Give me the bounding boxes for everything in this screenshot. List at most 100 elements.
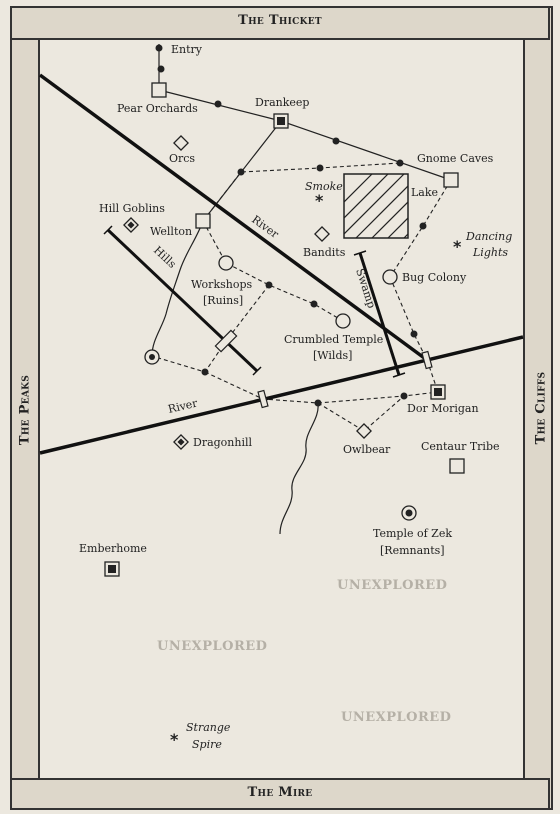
lake-hatching <box>344 174 408 238</box>
dragonhill-fill <box>177 438 185 446</box>
waypoint-dot[interactable] <box>410 330 418 338</box>
waypoint-dot[interactable] <box>310 300 318 308</box>
label-dancing-lights-2: Lights <box>472 246 508 259</box>
waypoint-dot[interactable] <box>396 159 404 167</box>
trail-wellton-gnome <box>202 162 401 222</box>
drankeep-fill <box>277 117 285 125</box>
unexplored-label-east: UNEXPLORED <box>337 578 447 593</box>
label-temple-of-zek-1: Temple of Zek <box>373 527 452 540</box>
waypoint-dot[interactable] <box>265 281 273 289</box>
smoke-star-icon[interactable]: * <box>315 191 324 210</box>
border-label-top: The Thicket <box>238 13 322 28</box>
bandits-marker[interactable] <box>314 226 330 242</box>
label-dor-morigan: Dor Morigan <box>407 402 479 415</box>
label-pear-orchards: Pear Orchards <box>117 102 198 115</box>
hill-goblins-fill <box>127 221 135 229</box>
western-shrine-fill <box>149 354 155 360</box>
workshops-marker[interactable] <box>218 255 234 271</box>
trail-wellton-temple <box>202 220 344 322</box>
label-smoke: Smoke <box>305 180 343 193</box>
label-owlbear: Owlbear <box>343 443 391 456</box>
label-dragonhill: Dragonhill <box>193 436 253 449</box>
lake <box>343 173 409 239</box>
waypoint-dot[interactable] <box>155 44 163 52</box>
swamp-ridge <box>358 252 401 376</box>
label-crumbled-temple-2: [Wilds] <box>313 349 352 362</box>
orcs-marker[interactable] <box>173 135 189 151</box>
marker-centers <box>108 117 442 573</box>
label-crumbled-temple-1: Crumbled Temple <box>284 333 383 346</box>
border-left <box>10 6 40 810</box>
hills-cap-b <box>252 366 262 376</box>
waypoint-dot[interactable] <box>316 164 324 172</box>
label-strange-spire-1: Strange <box>186 721 231 734</box>
ridges <box>106 228 401 376</box>
trail-workshops-west <box>151 284 270 373</box>
swamp-cap-b <box>392 372 406 378</box>
stream-south <box>279 402 319 535</box>
waypoint-dot[interactable] <box>214 100 222 108</box>
border-top <box>10 6 550 40</box>
map-field <box>40 40 523 778</box>
label-strange-spire-2: Spire <box>192 738 222 751</box>
trail-owlbear <box>317 395 405 432</box>
bug-colony-marker[interactable] <box>382 269 398 285</box>
label-hill-goblins: Hill Goblins <box>99 202 165 215</box>
label-centaur-tribe: Centaur Tribe <box>421 440 500 453</box>
waypoint-dot[interactable] <box>332 137 340 145</box>
label-bug-colony: Bug Colony <box>402 271 467 284</box>
swamp-cap-a <box>353 250 367 256</box>
label-workshops-1: Workshops <box>191 278 252 291</box>
border-label-right: The Cliffs <box>533 371 549 445</box>
label-temple-of-zek-2: [Remnants] <box>380 544 445 557</box>
waypoint-dot[interactable] <box>419 222 427 230</box>
temple-of-zek-fill <box>405 509 413 517</box>
ridge-caps <box>103 225 406 378</box>
river-lower <box>39 335 524 455</box>
label-entry: Entry <box>171 43 203 56</box>
unexplored-labels: UNEXPLORED UNEXPLORED UNEXPLORED <box>157 578 451 725</box>
centaur-tribe-marker[interactable] <box>449 458 465 474</box>
river-upper <box>38 73 429 362</box>
border-right <box>523 6 553 810</box>
bridge-hills <box>214 329 238 353</box>
label-gnome-caves: Gnome Caves <box>417 152 494 165</box>
location-labels: Entry Pear Orchards Drankeep Orcs Gnome … <box>79 43 512 751</box>
border-label-bottom: The Mire <box>247 785 313 800</box>
strange-spire-star-icon[interactable]: * <box>170 730 179 749</box>
waypoint-dot[interactable] <box>157 65 165 73</box>
label-workshops-2: [Ruins] <box>203 294 243 307</box>
star-markers: * * * <box>170 191 462 749</box>
crumbled-temple-marker[interactable] <box>335 313 351 329</box>
label-drankeep: Drankeep <box>255 96 309 109</box>
rivers <box>38 73 524 455</box>
label-lake: Lake <box>411 186 438 199</box>
dancing-lights-star-icon[interactable]: * <box>453 237 462 256</box>
waypoint-dot[interactable] <box>314 399 322 407</box>
owlbear-marker[interactable] <box>356 423 372 439</box>
unexplored-label-west: UNEXPLORED <box>157 639 267 654</box>
trail-bug-dor <box>389 276 439 393</box>
label-dancing-lights-1: Dancing <box>465 230 512 243</box>
bridge-river-east <box>421 350 433 370</box>
hills-ridge <box>106 228 259 373</box>
trail-gnome-bug <box>389 179 452 278</box>
waypoint-dot[interactable] <box>201 368 209 376</box>
dor-morigan-fill <box>434 388 442 396</box>
hills-cap-a <box>103 225 113 235</box>
label-emberhome: Emberhome <box>79 542 147 555</box>
border-label-left: The Peaks <box>17 374 33 446</box>
gnome-caves-marker[interactable] <box>443 172 459 188</box>
lake-outline <box>343 173 409 239</box>
border-bottom <box>10 778 550 810</box>
wellton-marker[interactable] <box>195 213 211 229</box>
waypoint-dot[interactable] <box>237 168 245 176</box>
waypoint-dot[interactable] <box>400 392 408 400</box>
label-bandits: Bandits <box>303 246 346 259</box>
emberhome-fill <box>108 565 116 573</box>
unexplored-label-south: UNEXPLORED <box>341 710 451 725</box>
waypoints <box>155 44 427 407</box>
pear-orchards-marker[interactable] <box>151 82 167 98</box>
